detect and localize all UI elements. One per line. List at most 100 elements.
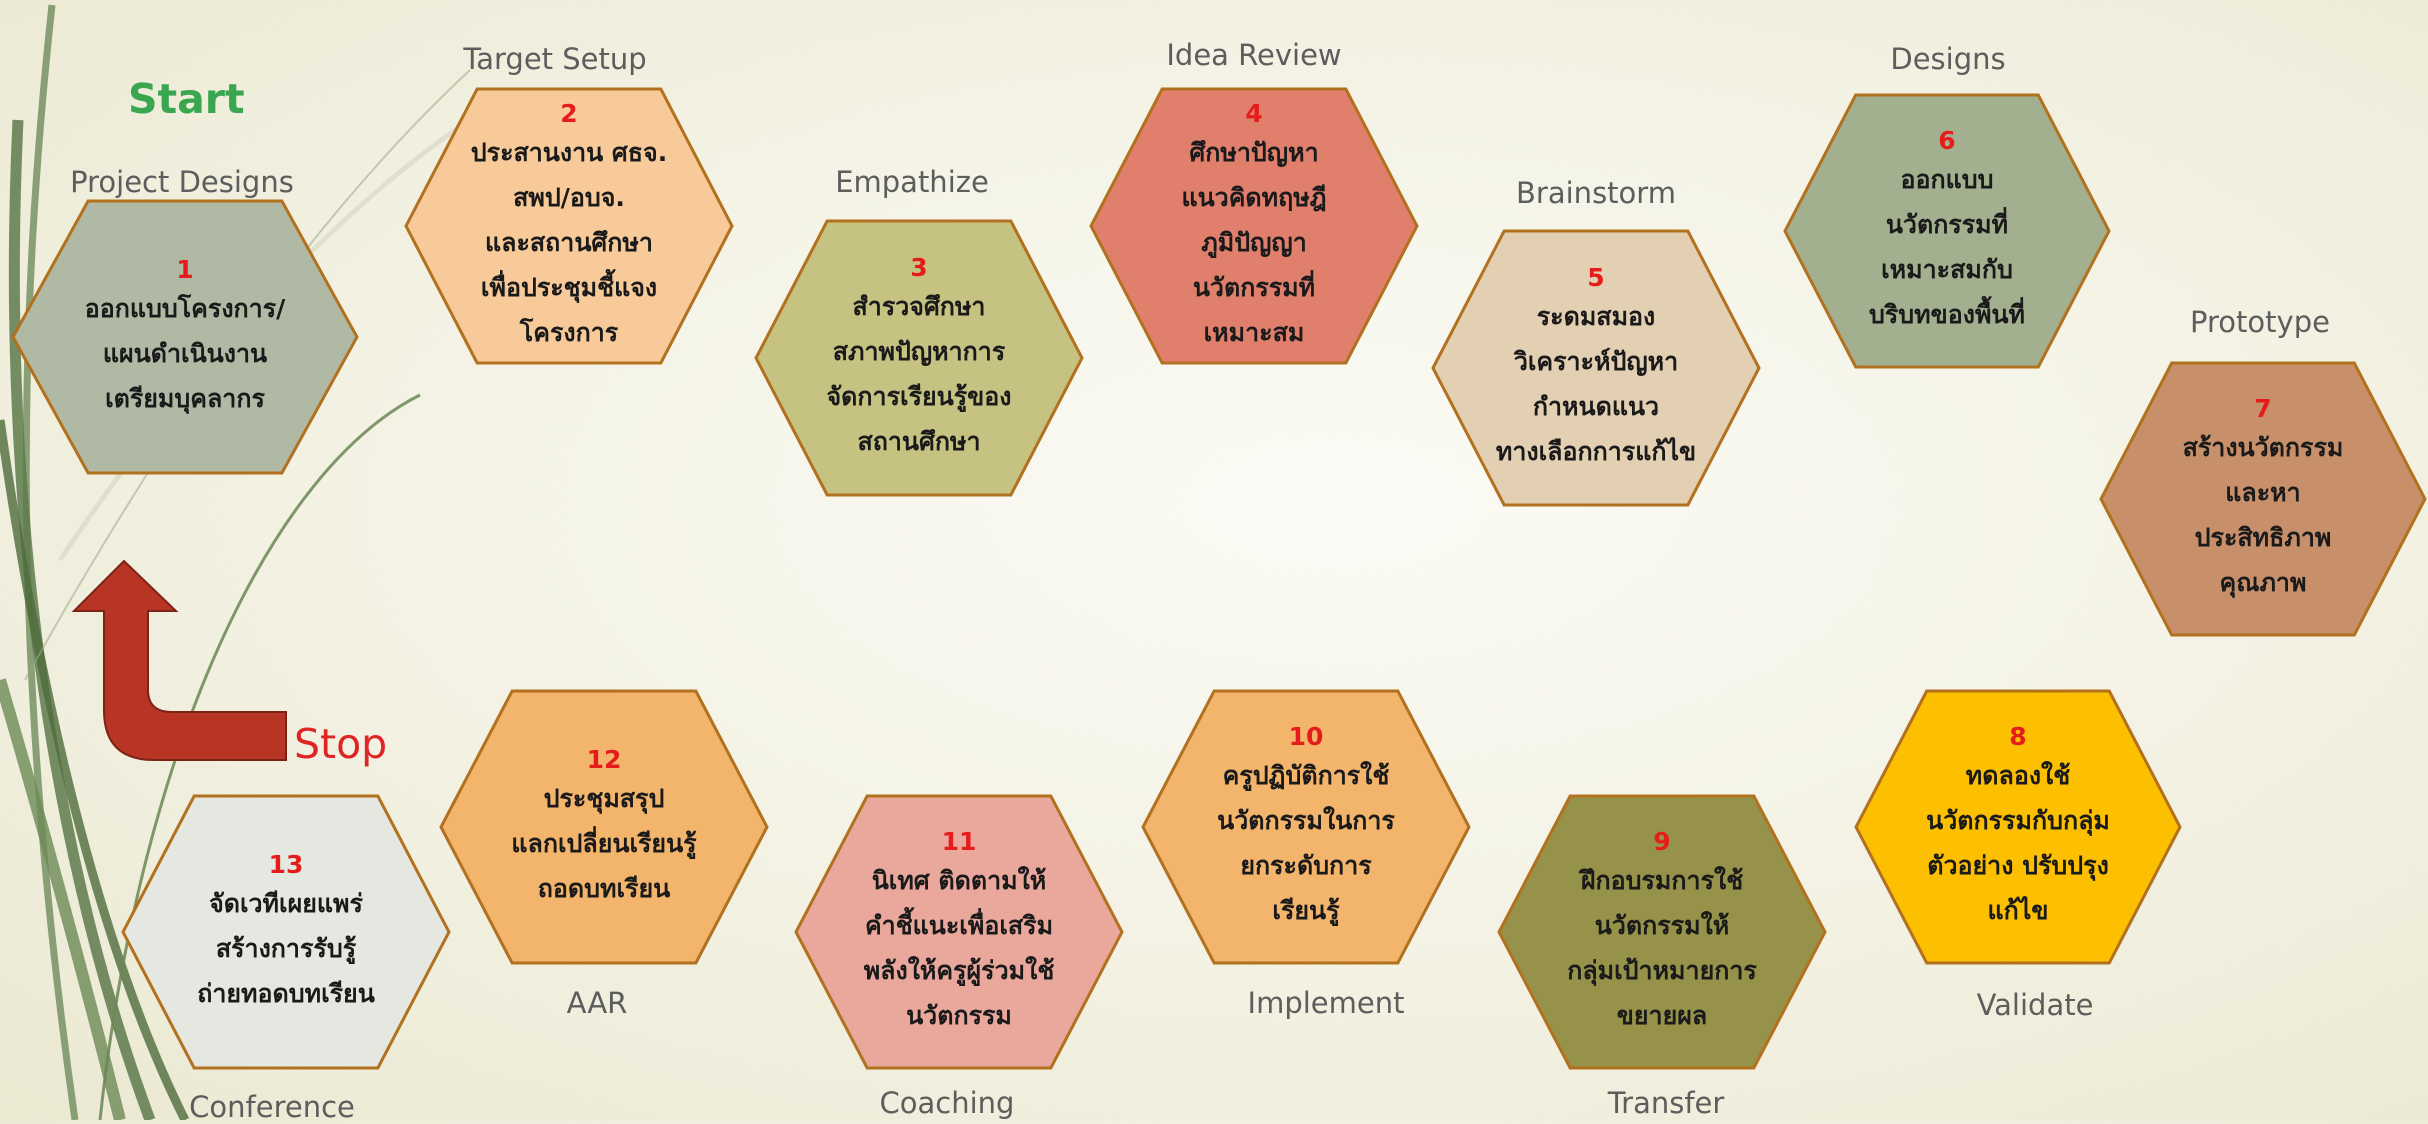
hexagon-shape <box>794 794 1124 1070</box>
stage-label-13: Conference <box>189 1090 355 1124</box>
hexagon-shape <box>2099 361 2427 637</box>
step-text-line: คำชี้แนะเพื่อเสริม <box>864 911 1054 940</box>
step-text-line: และหา <box>2225 478 2301 507</box>
step-number: 10 <box>1288 722 1324 751</box>
step-content: 9 ฝึกอบรมการใช้นวัตกรรมให้กลุ่มเป้าหมายกา… <box>1498 795 1826 1069</box>
step-text-line: นวัตกรรมที่ <box>1885 210 2009 239</box>
stage-label-7: Prototype <box>2190 305 2330 339</box>
step-text-line: เพื่อประชุมชี้แจง <box>480 272 658 302</box>
step-number: 3 <box>910 253 928 282</box>
step-text-line: เตรียมบุคลากร <box>105 383 265 413</box>
step-text-line: แผนดำเนินงาน <box>102 338 268 368</box>
step-text-line: ถอดบทเรียน <box>537 873 671 903</box>
hexagon-shape <box>439 689 769 965</box>
stage-label-11: Coaching <box>879 1086 1015 1120</box>
step-text-line: นวัตกรรมในการ <box>1217 806 1395 835</box>
step-text-line: คุณภาพ <box>2219 568 2307 597</box>
step-text-line: ครูปฏิบัติการใช้ <box>1222 761 1390 790</box>
step-text-line: ศึกษาปัญหา <box>1189 137 1319 167</box>
step-text-line: ถ่ายทอดบทเรียน <box>197 978 375 1008</box>
step-text-line: ระดมสมอง <box>1536 302 1656 331</box>
step-text-line: สร้างการรับรู้ <box>215 933 357 963</box>
stage-label-9: Transfer <box>1607 1086 1725 1120</box>
step-text-line: ขยายผล <box>1616 1001 1708 1030</box>
hexagon-shape <box>121 794 451 1070</box>
stage-label-8: Validate <box>1976 988 2094 1022</box>
step-number: 11 <box>941 827 977 856</box>
step-text-line: พลังให้ครูผู้ร่วมใช้ <box>863 956 1055 985</box>
step-6-hexagon: 6 ออกแบบนวัตกรรมที่เหมาะสมกับบริบทของพื้น… <box>1783 93 2111 369</box>
step-number: 9 <box>1653 827 1671 856</box>
step-12-hexagon: 12 ประชุมสรุปแลกเปลี่ยนเรียนรู้ถอดบทเรียน <box>439 689 769 965</box>
step-text-line: แลกเปลี่ยนเรียนรู้ <box>511 828 697 858</box>
step-text-line: วิเคราะห์ปัญหา <box>1513 347 1679 376</box>
step-text-line: ทดลองใช้ <box>1965 761 2071 790</box>
step-text-line: กลุ่มเป้าหมายการ <box>1567 956 1757 985</box>
step-text-line: ทางเลือกการแก้ไข <box>1495 437 1697 466</box>
step-text-line: บริบทของพื้นที่ <box>1868 300 2025 329</box>
stage-label-1: Project Designs <box>70 165 294 199</box>
step-text-line: ประชุมสรุป <box>543 783 665 813</box>
step-text-line: นวัตกรรมให้ <box>1594 911 1730 940</box>
hexagon-shape <box>1783 93 2111 369</box>
step-text-line: สำรวจศึกษา <box>852 292 986 321</box>
step-text-line: และสถานศึกษา <box>485 227 653 257</box>
hexagon-shape <box>1431 229 1761 507</box>
stage-label-4: Idea Review <box>1166 38 1342 72</box>
stage-label-2: Target Setup <box>463 42 647 76</box>
step-text-line: ประสิทธิภาพ <box>2194 523 2332 552</box>
hexagon-shape <box>1141 689 1471 965</box>
step-number: 2 <box>560 98 578 128</box>
hexagon-shape <box>1497 794 1827 1070</box>
step-number: 6 <box>1938 126 1956 155</box>
step-11-hexagon: 11 นิเทศ ติดตามให้คำชี้แนะเพื่อเสริมพลังใ… <box>794 794 1124 1070</box>
step-text-line: ตัวอย่าง ปรับปรุง <box>1927 851 2109 880</box>
step-9-hexagon: 9 ฝึกอบรมการใช้นวัตกรรมให้กลุ่มเป้าหมายกา… <box>1497 794 1827 1070</box>
step-content: 6 ออกแบบนวัตกรรมที่เหมาะสมกับบริบทของพื้น… <box>1784 94 2110 368</box>
hexagon-shape <box>1854 689 2182 965</box>
step-text-line: นิเทศ ติดตามให้ <box>871 866 1047 895</box>
step-text-line: เรียนรู้ <box>1272 896 1340 925</box>
step-text-line: ออกแบบ <box>1900 165 1994 194</box>
step-number: 12 <box>586 744 622 774</box>
step-content: 12 ประชุมสรุปแลกเปลี่ยนเรียนรู้ถอดบทเรียน <box>440 690 768 964</box>
step-text-line: แนวคิดทฤษฎี <box>1181 182 1327 212</box>
step-text-line: นวัตกรรมกับกลุ่ม <box>1926 806 2110 835</box>
step-number: 1 <box>176 254 194 284</box>
step-text-line: สภาพปัญหาการ <box>832 337 1006 366</box>
step-text-line: สถานศึกษา <box>857 427 981 456</box>
step-number: 7 <box>2254 394 2272 423</box>
step-content: 3 สำรวจศึกษาสภาพปัญหาการจัดการเรียนรู้ของ… <box>755 220 1083 496</box>
step-text-line: แก้ไข <box>1987 896 2049 925</box>
step-text-line: นวัตกรรมที่ <box>1192 272 1316 302</box>
step-text-line: นวัตกรรม <box>906 1001 1012 1030</box>
start-label: Start <box>128 75 245 123</box>
step-text-line: กำหนดแนว <box>1532 392 1660 421</box>
step-text-line: เหมาะสมกับ <box>1881 255 2013 284</box>
step-3-hexagon: 3 สำรวจศึกษาสภาพปัญหาการจัดการเรียนรู้ของ… <box>754 219 1084 497</box>
step-number: 4 <box>1245 98 1263 128</box>
step-text-line: จัดการเรียนรู้ของ <box>826 382 1012 411</box>
stage-label-3: Empathize <box>835 165 989 199</box>
stop-label: Stop <box>294 720 388 768</box>
step-text-line: ประสานงาน ศธจ. <box>470 137 668 167</box>
step-text-line: ยกระดับการ <box>1240 851 1372 880</box>
step-text-line: ฝึกอบรมการใช้ <box>1580 866 1744 895</box>
hexagon-shape <box>11 199 359 475</box>
step-text-line: โครงการ <box>519 317 619 347</box>
